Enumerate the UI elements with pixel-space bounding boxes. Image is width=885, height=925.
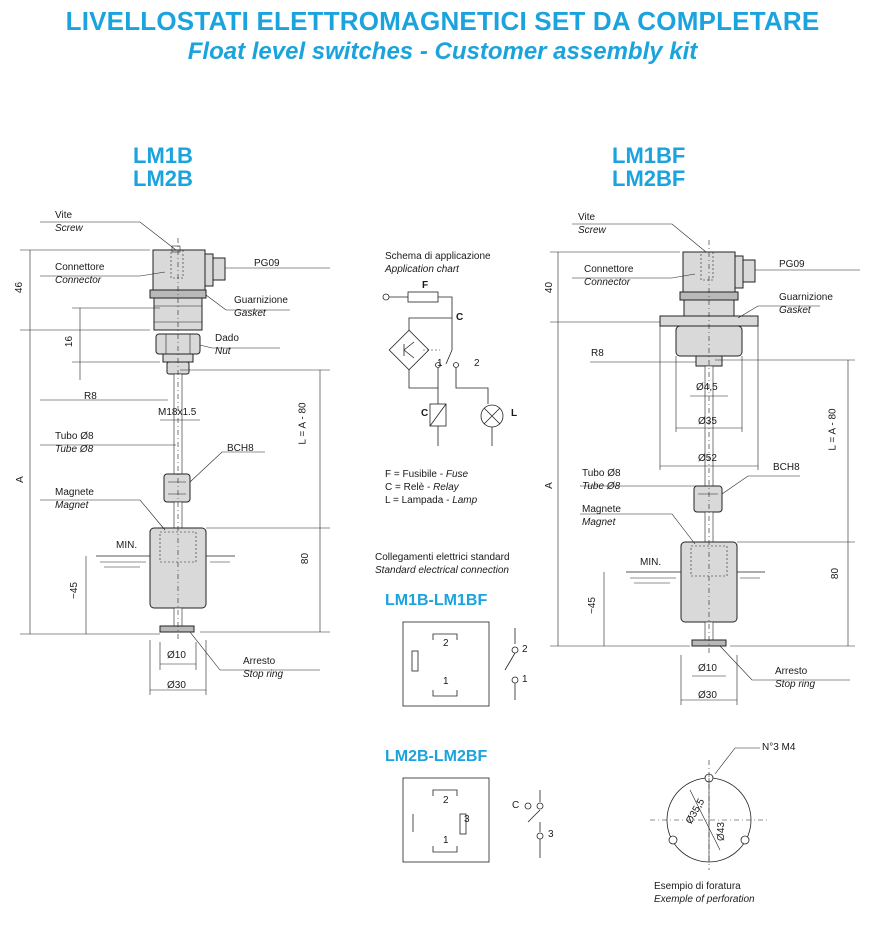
right-dim-40: 40	[544, 281, 556, 294]
left-dim-46: 46	[14, 281, 26, 294]
page-subtitle: Float level switches - Customer assembly…	[187, 38, 698, 65]
application-chart-drawing	[382, 291, 504, 446]
left-dim-d30: Ø30	[167, 680, 186, 691]
right-switch-drawing	[550, 223, 860, 705]
perforation-drawing	[650, 747, 768, 870]
left-model-title: LM1B LM2B	[133, 144, 193, 190]
right-dim-min: MIN.	[640, 557, 662, 568]
right-dim-d35: Ø35	[698, 416, 717, 427]
left-connector-body	[152, 249, 206, 291]
left-dim-bch8: BCH8	[227, 443, 254, 454]
legend-lamp: L = Lampada - Lamp	[385, 495, 478, 506]
chart-pin-1: 1	[437, 358, 443, 369]
left-stop-ring	[159, 625, 195, 633]
right-model-line1: LM1BF	[612, 143, 686, 168]
right-dim-d45: Ø4,5	[696, 382, 718, 393]
right-dim-r8: R8	[591, 348, 604, 359]
wiring-type-2: LM2B-LM2BF	[385, 748, 488, 765]
sw2-pin-3: 3	[548, 829, 554, 840]
sw2-pin-c: C	[512, 800, 520, 811]
right-dim-d52: Ø52	[698, 453, 717, 464]
wiring-type-1: LM1B-LM1BF	[385, 592, 488, 609]
left-dim-80: 80	[300, 552, 312, 565]
connector-square-2	[402, 777, 490, 863]
chart-pin-2: 2	[474, 358, 480, 369]
connection-diagram-1	[402, 621, 519, 707]
sq1-pin-1: 1	[443, 676, 449, 687]
right-dim-45: ~45	[586, 597, 598, 614]
left-dim-A: A	[14, 476, 26, 483]
perforation-holes: N°3 M4	[762, 742, 796, 753]
right-dim-bch8: BCH8	[773, 462, 800, 473]
left-dim-L: L = A - 80	[297, 402, 309, 445]
left-dim-d10: Ø10	[167, 650, 186, 661]
left-model-line2: LM2B	[133, 166, 193, 191]
right-pg-gland	[742, 259, 756, 283]
right-dim-80: 80	[830, 567, 842, 580]
fuse-symbol	[407, 291, 439, 303]
left-model-line1: LM1B	[133, 143, 193, 168]
right-pg09: PG09	[779, 259, 805, 270]
left-dim-min: MIN.	[116, 540, 138, 551]
left-connector-side	[204, 253, 214, 287]
chart-label-relay: C	[421, 408, 429, 419]
right-model-line2: LM2BF	[612, 166, 686, 191]
sw1-pin-1: 1	[522, 674, 528, 685]
legend-relay: C = Relè - Relay	[385, 482, 459, 493]
connector-square-1	[402, 621, 490, 707]
right-model-title: LM1BF LM2BF	[612, 144, 685, 190]
sensor-symbol	[388, 329, 430, 371]
perforation-d43: Ø43	[715, 822, 727, 841]
chart-label-lamp: L	[511, 408, 518, 419]
sq2-pin-1: 1	[443, 835, 449, 846]
chart-label-f: F	[422, 280, 429, 291]
right-bch	[693, 485, 723, 513]
chart-label-c: C	[456, 312, 464, 323]
application-chart-legend: F = Fusibile - Fuse C = Relè - Relay L =…	[385, 468, 477, 507]
right-dim-L: L = A - 80	[827, 408, 839, 451]
page-title: LIVELLOSTATI ELETTROMAGNETICI SET DA COM…	[65, 6, 820, 36]
left-bch	[163, 473, 191, 503]
left-dim-m18: M18x1.5	[158, 407, 197, 418]
right-dim-d10: Ø10	[698, 663, 717, 674]
sw1-pin-2: 2	[522, 644, 528, 655]
left-switch-drawing	[20, 221, 330, 695]
left-pg-gland	[212, 257, 226, 281]
left-dim-r8: R8	[84, 391, 97, 402]
sq2-pin-2: 2	[443, 795, 449, 806]
sq2-pin-3: 3	[464, 814, 470, 825]
right-dim-d30: Ø30	[698, 690, 717, 701]
left-pg09: PG09	[254, 258, 280, 269]
left-dim-16: 16	[64, 335, 76, 348]
left-dim-45: ~45	[68, 582, 80, 599]
legend-fuse: F = Fusibile - Fuse	[385, 469, 469, 480]
right-dim-A: A	[543, 482, 555, 489]
sq1-pin-2: 2	[443, 638, 449, 649]
connection-diagram-2	[402, 777, 544, 863]
